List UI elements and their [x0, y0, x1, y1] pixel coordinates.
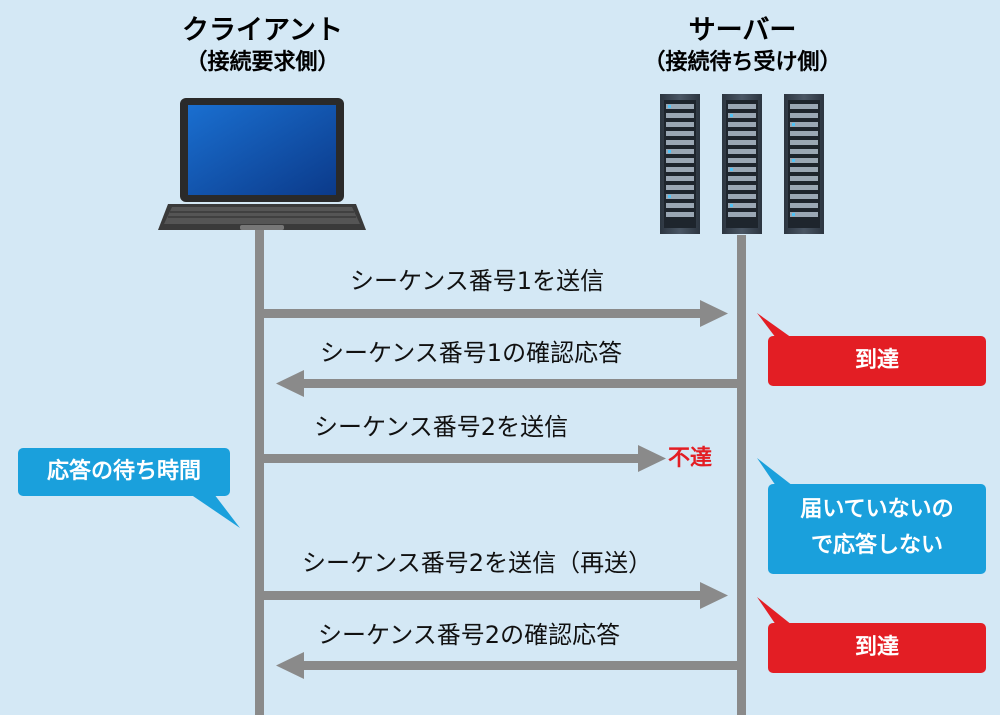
arrow-ack-seq1	[276, 370, 737, 397]
server-subtitle: （接続待ち受け側）	[643, 50, 842, 75]
message-label: シーケンス番号2の確認応答	[318, 621, 621, 649]
arrived-callout-2	[757, 597, 986, 673]
message-label: シーケンス番号2を送信（再送）	[302, 549, 653, 577]
wait-time-callout	[18, 448, 240, 528]
message-label: シーケンス番号1を送信	[350, 267, 605, 295]
arrow-ack-seq2	[276, 652, 737, 679]
arrived-label-2: 到達	[854, 635, 899, 660]
client-header: クライアント （接続要求側）	[140, 14, 385, 78]
server-header: サーバー （接続待ち受け側）	[610, 14, 875, 78]
server-title: サーバー	[688, 15, 797, 46]
laptop-icon	[158, 98, 366, 230]
message-label: シーケンス番号1の確認応答	[320, 339, 623, 367]
no-response-label: 届いていないの で応答しない	[768, 492, 986, 564]
arrow-send-seq2	[264, 445, 666, 472]
not-arrived-label: 不達	[668, 446, 713, 471]
client-subtitle: （接続要求側）	[185, 50, 340, 75]
arrived-label-1: 到達	[854, 348, 899, 373]
message-label: シーケンス番号2を送信	[314, 413, 569, 441]
arrived-callout-1	[757, 313, 986, 386]
no-response-callout	[757, 458, 986, 574]
client-title: クライアント	[182, 15, 343, 46]
server-lifeline	[737, 235, 746, 715]
no-response-line-2: で応答しない	[810, 533, 943, 558]
wait-time-label: 応答の待ち時間	[46, 459, 201, 484]
server-rack-icon	[660, 94, 824, 234]
arrow-resend-seq2	[264, 582, 728, 609]
client-lifeline	[255, 228, 264, 715]
arrow-send-seq1	[264, 300, 728, 327]
no-response-line-1: 届いていないの	[800, 497, 954, 522]
